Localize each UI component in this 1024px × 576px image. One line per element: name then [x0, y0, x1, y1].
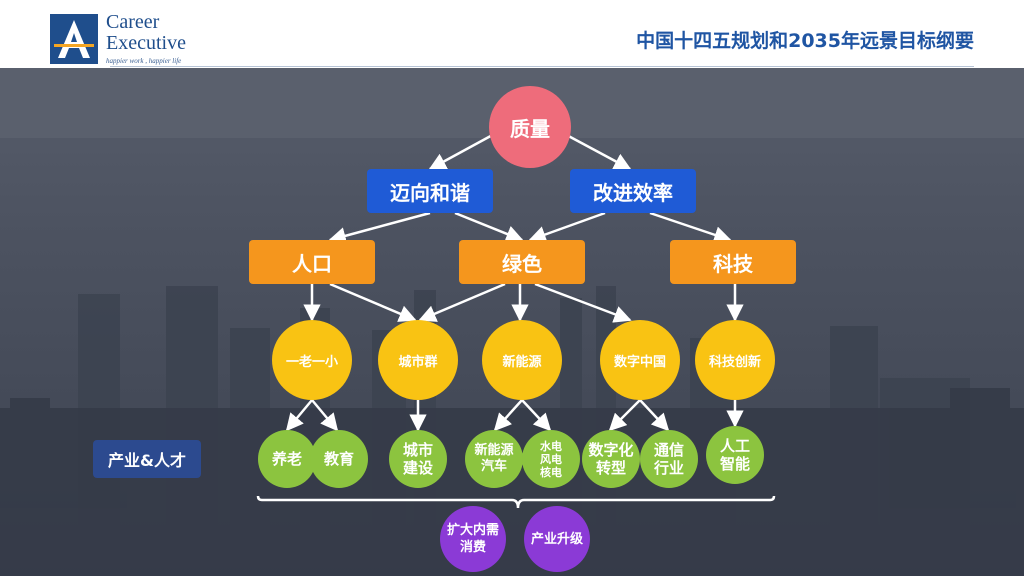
pillar-node-green: 绿色: [459, 240, 585, 284]
goal-node-harmony: 迈向和谐: [367, 169, 493, 213]
logo-line-1: Career: [106, 11, 160, 33]
page-title: 中国十四五规划和2035年远景目标纲要: [636, 30, 974, 52]
connector-lines: [256, 130, 776, 509]
logo-tagline: happier work , happier life: [106, 57, 182, 65]
logo-wordmark: Career Executive happier work , happier …: [106, 11, 186, 66]
industry-node-education: 教育: [310, 430, 368, 488]
header-bar: Career Executive happier work , happier …: [0, 0, 1024, 68]
outcome-node-industrial-upgrade: 产业升级: [524, 506, 590, 572]
industry-node-hydro-wind-nuclear: 水电 风电 核电: [522, 430, 580, 488]
industry-node-ai: 人工 智能: [706, 426, 764, 484]
career-executive-logo-icon: [50, 14, 98, 64]
theme-node-digital-china: 数字中国: [600, 320, 680, 400]
outcome-node-domestic-demand: 扩大内需 消费: [440, 506, 506, 572]
industry-node-new-energy-vehicles: 新能源 汽车: [465, 430, 523, 488]
root-node-quality: 质量: [489, 86, 571, 168]
grouping-brace: [256, 495, 776, 509]
diagram-stage: 质量 迈向和谐 改进效率 人口 绿色 科技 一老一小 城市群 新能源 数字中国 …: [0, 68, 1024, 576]
industry-node-digital-transformation: 数字化 转型: [582, 430, 640, 488]
pillar-node-population: 人口: [249, 240, 375, 284]
theme-node-elderly-children: 一老一小: [272, 320, 352, 400]
industry-node-urban-construction: 城市 建设: [389, 430, 447, 488]
industry-node-telecom: 通信 行业: [640, 430, 698, 488]
header-divider: [110, 66, 974, 67]
theme-node-new-energy: 新能源: [482, 320, 562, 400]
goal-node-efficiency: 改进效率: [570, 169, 696, 213]
logo-line-2: Executive: [106, 32, 186, 54]
theme-node-city-cluster: 城市群: [378, 320, 458, 400]
industry-node-elderly-care: 养老: [258, 430, 316, 488]
theme-node-tech-innovation: 科技创新: [695, 320, 775, 400]
pillar-node-tech: 科技: [670, 240, 796, 284]
industry-talent-label: 产业&人才: [93, 440, 201, 478]
